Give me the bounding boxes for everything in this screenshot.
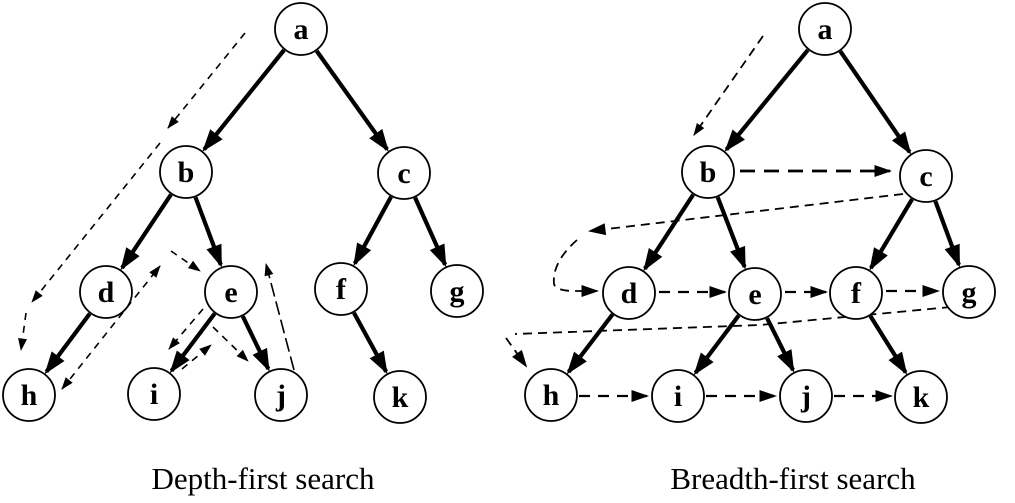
bfs-caption: Breadth-first search [670, 461, 916, 496]
bfs-traversal-wrap-into-h [505, 337, 528, 368]
dfs-node-h-label: h [21, 379, 38, 412]
bfs-node-c-label: c [919, 160, 932, 193]
bfs-edge-d-h [566, 313, 615, 375]
dfs-node-b-label: b [178, 156, 195, 189]
dfs-traversal-i-e-return [181, 344, 212, 370]
dfs-node-k-label: k [392, 381, 409, 414]
bfs-diagram: a b c d e f g h i j k Breadth-first sear… [505, 2, 996, 496]
bfs-node-b-label: b [700, 156, 717, 189]
bfs-node-j-label: j [800, 380, 811, 413]
bfs-edge-a-c [838, 50, 912, 155]
dfs-traversal-e-i [168, 308, 204, 350]
bfs-node-k: k [894, 370, 948, 424]
dfs-edge-b-d [120, 193, 173, 271]
dfs-node-e-label: e [224, 276, 237, 309]
dfs-node-e: e [204, 265, 258, 319]
bfs-traversal-g-wrap [514, 306, 952, 335]
bfs-traversal-c-wrap [588, 193, 904, 236]
bfs-edge-b-e [715, 196, 747, 270]
bfs-traversal-wrap-into-d [553, 239, 599, 297]
bfs-node-i-label: i [674, 380, 682, 413]
dfs-edge-d-h [44, 312, 92, 375]
dfs-diagram: a b c d e f g h i j k Depth-first search [2, 2, 484, 496]
dfs-edge-f-k [352, 311, 388, 375]
bfs-node-c: c [899, 149, 953, 203]
dfs-traversal-b-h-sweep [31, 142, 161, 303]
bfs-node-b: b [681, 145, 735, 199]
bfs-node-g-label: g [962, 276, 977, 309]
dfs-node-d: d [79, 265, 133, 319]
bfs-edge-c-f [869, 198, 914, 271]
bfs-node-j: j [779, 369, 833, 423]
bfs-edge-e-i [693, 314, 741, 376]
dfs-node-f-label: f [336, 273, 347, 306]
bfs-traversal-a-b [693, 35, 764, 136]
dfs-node-g-label: g [450, 275, 465, 308]
bfs-edge-e-j [765, 317, 795, 373]
dfs-node-k: k [373, 370, 427, 424]
dfs-traversal-b-e [170, 250, 201, 272]
dfs-edge-e-i [169, 312, 217, 374]
dfs-edge-c-f [352, 195, 393, 267]
dfs-edge-c-g [413, 196, 448, 268]
dfs-edge-a-c [314, 49, 389, 152]
dfs-node-d-label: d [98, 276, 115, 309]
dfs-node-h: h [2, 368, 56, 422]
bfs-edge-f-k [868, 314, 908, 375]
bfs-edge-a-b [724, 48, 810, 152]
dfs-node-a-label: a [294, 13, 309, 46]
bfs-edge-c-g [933, 200, 961, 268]
bfs-edge-b-d [643, 193, 695, 272]
dfs-traversal-into-h [18, 312, 27, 351]
bfs-node-f-label: f [851, 277, 862, 310]
bfs-node-e: e [728, 267, 782, 321]
dfs-caption: Depth-first search [152, 461, 375, 496]
bfs-node-h-label: h [543, 379, 560, 412]
dfs-node-f: f [314, 262, 368, 316]
dfs-node-j-label: j [275, 379, 286, 412]
bfs-node-f: f [829, 266, 883, 320]
dfs-node-c-label: c [397, 157, 410, 190]
dfs-traversal-j-e-return [264, 263, 295, 371]
bfs-node-h: h [524, 368, 578, 422]
bfs-node-i: i [651, 369, 705, 423]
dfs-node-a: a [274, 2, 328, 56]
bfs-node-g: g [942, 265, 996, 319]
dfs-node-j: j [254, 368, 308, 422]
bfs-node-k-label: k [913, 381, 930, 414]
bfs-node-a-label: a [818, 13, 833, 46]
dfs-edge-a-b [202, 48, 286, 152]
dfs-traversal-e-j [212, 326, 249, 362]
dfs-node-b: b [159, 145, 213, 199]
bfs-node-d-label: d [621, 277, 638, 310]
dfs-node-g: g [430, 264, 484, 318]
dfs-node-i: i [127, 367, 181, 421]
bfs-node-a: a [798, 2, 852, 56]
dfs-edge-b-e [193, 196, 223, 268]
dfs-node-i-label: i [150, 378, 158, 411]
dfs-edge-e-j [240, 315, 271, 372]
bfs-node-e-label: e [748, 278, 761, 311]
dfs-node-c: c [377, 146, 431, 200]
dfs-traversal-h-b-return [61, 265, 161, 390]
bfs-node-d: d [602, 266, 656, 320]
